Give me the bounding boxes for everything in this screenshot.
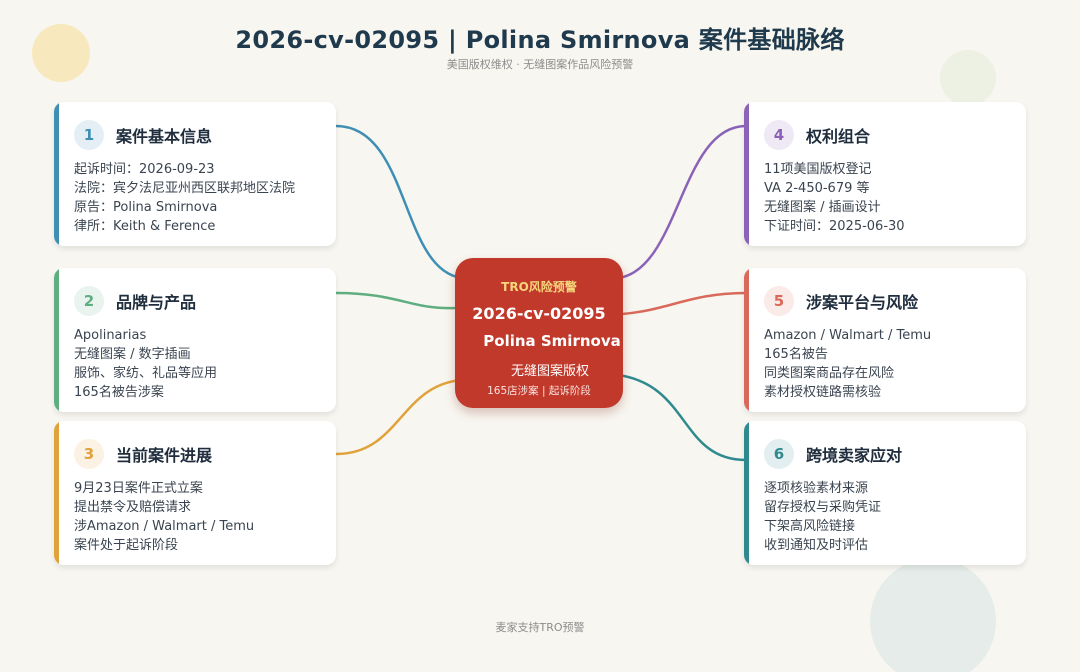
card-number-badge: 5 bbox=[764, 286, 794, 316]
central-hub: TRO风险预警 2026-cv-02095 Polina Smirnova 无缝… bbox=[455, 258, 623, 408]
card-line: Amazon / Walmart / Temu bbox=[764, 328, 932, 343]
card-title: 品牌与产品 bbox=[116, 293, 197, 312]
hub-footnote: 165店涉案 | 起诉阶段 bbox=[487, 385, 591, 397]
card-line: Apolinarias bbox=[74, 328, 147, 343]
card-line: 服饰、家纺、礼品等应用 bbox=[74, 366, 218, 381]
card-line: 下证时间：2025-06-30 bbox=[764, 219, 905, 234]
card-title: 涉案平台与风险 bbox=[806, 293, 919, 312]
card-platforms-risk: 5 涉案平台与风险 Amazon / Walmart / Temu 165名被告… bbox=[744, 268, 1026, 412]
card-line: 逐项核验素材来源 bbox=[764, 481, 869, 496]
connector-2 bbox=[334, 291, 459, 310]
decor-circle-teal bbox=[870, 558, 996, 672]
card-line: 9月23日案件正式立案 bbox=[74, 481, 203, 496]
card-seller-response: 6 跨境卖家应对 逐项核验素材来源 留存授权与采购凭证 下架高风险链接 收到通知… bbox=[744, 421, 1026, 565]
page-title: 2026-cv-02095 | Polina Smirnova 案件基础脉络 bbox=[235, 26, 845, 54]
card-line: 涉Amazon / Walmart / Temu bbox=[74, 519, 255, 534]
card-number-badge: 2 bbox=[74, 286, 104, 316]
footer-text: 麦家支持TRO预警 bbox=[495, 621, 585, 634]
card-title: 权利组合 bbox=[806, 127, 871, 146]
card-number-badge: 6 bbox=[764, 439, 794, 469]
card-number-badge: 4 bbox=[764, 120, 794, 150]
connector-4 bbox=[616, 124, 748, 280]
card-line: 留存授权与采购凭证 bbox=[764, 500, 882, 515]
hub-case-type: 无缝图案版权 bbox=[510, 364, 589, 379]
card-line: 无缝图案 / 数字插画 bbox=[74, 347, 191, 362]
card-rights-portfolio: 4 权利组合 11项美国版权登记 VA 2-450-679 等 无缝图案 / 插… bbox=[744, 102, 1026, 246]
card-title: 案件基本信息 bbox=[116, 127, 213, 146]
card-case-info: 1 案件基本信息 起诉时间：2026-09-23 法院：宾夕法尼亚州西区联邦地区… bbox=[54, 102, 336, 246]
decor-circle-green bbox=[940, 50, 996, 106]
card-line: 165名被告涉案 bbox=[74, 385, 164, 400]
card-title: 当前案件进展 bbox=[116, 446, 213, 465]
card-line: 律所：Keith & Ference bbox=[74, 219, 216, 234]
connector-3 bbox=[334, 378, 464, 456]
card-number-badge: 3 bbox=[74, 439, 104, 469]
card-line: 原告：Polina Smirnova bbox=[74, 200, 218, 215]
connector-1 bbox=[334, 124, 464, 280]
card-line: 11项美国版权登记 bbox=[764, 162, 872, 177]
card-line: 下架高风险链接 bbox=[764, 519, 856, 534]
card-title: 跨境卖家应对 bbox=[806, 446, 903, 465]
card-number-badge: 1 bbox=[74, 120, 104, 150]
connector-5 bbox=[620, 291, 748, 316]
card-line: 无缝图案 / 插画设计 bbox=[764, 200, 881, 215]
card-line: 起诉时间：2026-09-23 bbox=[74, 162, 215, 177]
hub-plaintiff: Polina Smirnova bbox=[483, 332, 621, 350]
card-line: 同类图案商品存在风险 bbox=[764, 366, 895, 381]
card-brand-products: 2 品牌与产品 Apolinarias 无缝图案 / 数字插画 服饰、家纺、礼品… bbox=[54, 268, 336, 412]
page-subtitle: 美国版权维权 · 无缝图案作品风险预警 bbox=[446, 58, 634, 71]
card-line: 案件处于起诉阶段 bbox=[74, 538, 179, 553]
card-line: VA 2-450-679 等 bbox=[764, 181, 870, 196]
decor-circle-yellow bbox=[32, 24, 90, 82]
card-line: 法院：宾夕法尼亚州西区联邦地区法院 bbox=[74, 181, 296, 196]
card-line: 收到通知及时评估 bbox=[764, 538, 869, 553]
card-line: 素材授权链路需核验 bbox=[764, 385, 882, 400]
card-line: 提出禁令及赔偿请求 bbox=[74, 500, 192, 515]
hub-case-number: 2026-cv-02095 bbox=[472, 304, 606, 323]
card-case-progress: 3 当前案件进展 9月23日案件正式立案 提出禁令及赔偿请求 涉Amazon /… bbox=[54, 421, 336, 565]
card-line: 165名被告 bbox=[764, 347, 828, 362]
hub-kicker: TRO风险预警 bbox=[501, 280, 577, 294]
connector-6 bbox=[616, 373, 748, 462]
